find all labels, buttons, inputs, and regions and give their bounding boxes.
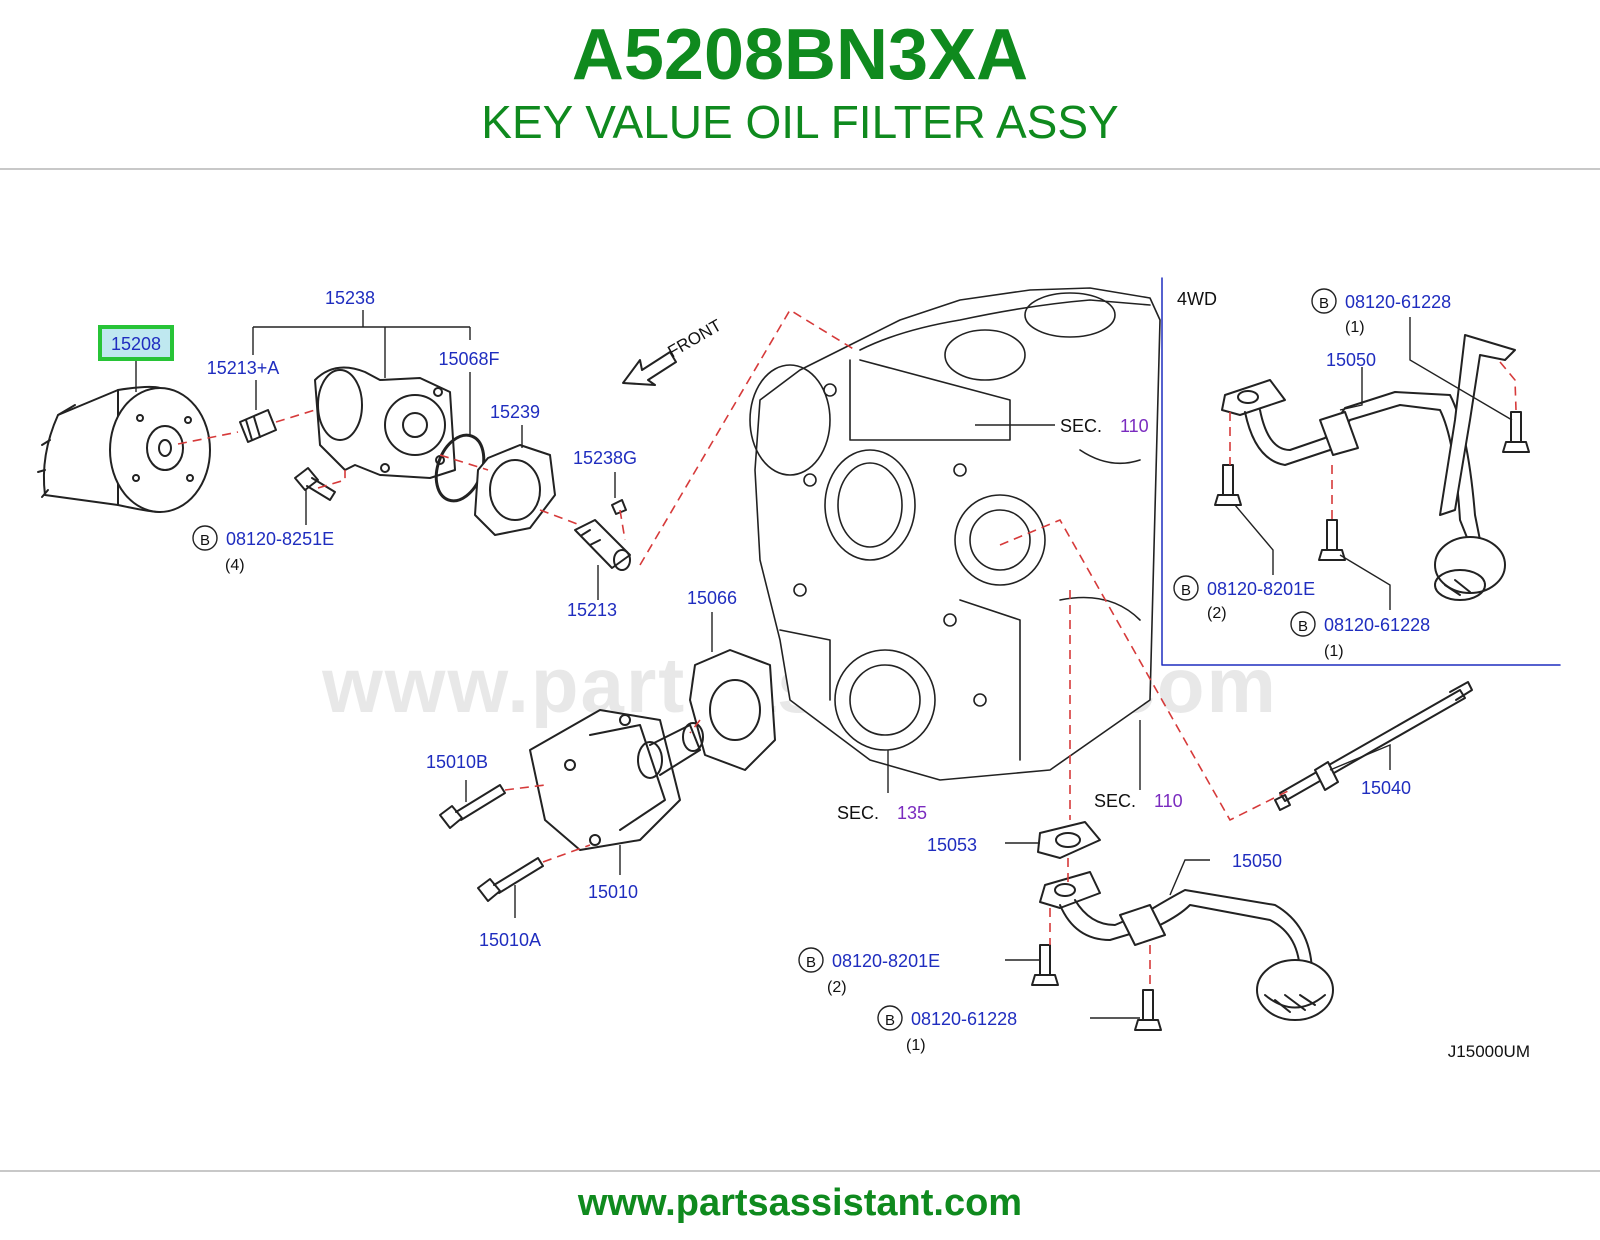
bolt-4wd-b-drawing [1318, 519, 1346, 561]
sec-ref-1-number[interactable]: 110 [1120, 416, 1149, 436]
bolt-code-3[interactable]: 08120-61228 [911, 1009, 1017, 1029]
highlight-box-15208 [98, 325, 174, 361]
bolt-15010b-drawing [439, 784, 506, 829]
bolt-b-icon-1: B [200, 532, 210, 549]
bolt-code-5[interactable]: 08120-8201E [1207, 579, 1315, 599]
label-15040[interactable]: 15040 [1361, 778, 1411, 798]
label-15066[interactable]: 15066 [687, 588, 737, 608]
filter-bracket-drawing [314, 366, 456, 479]
bolt-15010a-drawing [477, 857, 544, 902]
bolt-qty-5: (2) [1207, 605, 1227, 622]
top-divider [0, 168, 1600, 170]
bolt-code-2[interactable]: 08120-8201E [832, 951, 940, 971]
bolt-b-icon-6: B [1298, 618, 1308, 635]
bolt-61228-drawing [1134, 989, 1162, 1031]
label-15238[interactable]: 15238 [325, 288, 375, 308]
bolt-8201e-drawing [1031, 944, 1059, 986]
label-15213[interactable]: 15213 [567, 600, 617, 620]
part-name-subtitle: KEY VALUE OIL FILTER ASSY [481, 96, 1119, 148]
bolt-8251e-drawing [294, 467, 336, 501]
bolt-qty-3: (1) [906, 1037, 926, 1054]
bolt-qty-2: (2) [827, 979, 847, 996]
label-15010[interactable]: 15010 [588, 882, 638, 902]
bolt-4wd-c-drawing [1502, 411, 1530, 453]
label-15010b[interactable]: 15010B [426, 752, 488, 772]
part-code-title: A5208BN3XA [571, 15, 1029, 95]
bolt-b-icon-2: B [806, 954, 816, 971]
bolt-code-1[interactable]: 08120-8251E [226, 529, 334, 549]
bolt-b-icon-5: B [1181, 582, 1191, 599]
leader-lines [135, 310, 1513, 1019]
gasket-15053-drawing [1037, 821, 1101, 859]
bolt-qty-1: (4) [225, 557, 245, 574]
oil-filter-drawing [37, 385, 211, 513]
label-15010a[interactable]: 15010A [479, 930, 541, 950]
fitting-15213a-drawing [239, 409, 277, 443]
bolt-qty-4: (1) [1345, 319, 1365, 336]
front-label: FRONT [665, 316, 725, 362]
label-15213a[interactable]: 15213+A [207, 358, 280, 378]
label-15053[interactable]: 15053 [927, 835, 977, 855]
bolt-code-6[interactable]: 08120-61228 [1324, 615, 1430, 635]
bolt-b-icon-3: B [885, 1012, 895, 1029]
label-15239[interactable]: 15239 [490, 402, 540, 422]
label-15068f[interactable]: 15068F [438, 349, 499, 369]
label-15238g[interactable]: 15238G [573, 448, 637, 468]
drawing-code: J15000UM [1448, 1042, 1530, 1061]
inset-4wd-frame [1161, 277, 1561, 666]
dipstick-drawing [1274, 681, 1473, 811]
front-arrow-icon [622, 351, 677, 386]
clip-15238g-drawing [611, 499, 627, 515]
label-15050[interactable]: 15050 [1232, 851, 1282, 871]
strainer-4wd-drawing [1221, 334, 1516, 601]
relief-valve-15213-drawing [574, 519, 631, 571]
oil-strainer-drawing [1039, 871, 1334, 1021]
dashed-assembly-lines [177, 308, 1517, 990]
gasket-15239-drawing [474, 444, 556, 536]
label-15208[interactable]: 15208 [111, 334, 161, 354]
parts-diagram: 15208 15238 15213+A 15068F 15239 15238G … [37, 277, 1561, 1061]
sec-ref-3-prefix: SEC. [1094, 791, 1136, 811]
oil-pump-drawing [529, 709, 704, 851]
sec-ref-1-prefix: SEC. [1060, 416, 1102, 436]
bolt-qty-6: (1) [1324, 643, 1344, 660]
bottom-divider [0, 1170, 1600, 1172]
gasket-15066-drawing [689, 649, 776, 771]
sec-ref-2-prefix: SEC. [837, 803, 879, 823]
label-15050-4wd[interactable]: 15050 [1326, 350, 1376, 370]
bolt-4wd-a-drawing [1214, 464, 1242, 506]
bolt-circles [192, 288, 1337, 1031]
engine-block-drawing [749, 287, 1161, 781]
footer-url[interactable]: www.partsassistant.com [577, 1182, 1023, 1224]
fourwd-label: 4WD [1177, 289, 1217, 309]
bolt-b-icon-4: B [1319, 295, 1329, 312]
sec-ref-2-number[interactable]: 135 [897, 803, 927, 823]
sec-ref-3-number[interactable]: 110 [1154, 791, 1183, 811]
bolt-code-4[interactable]: 08120-61228 [1345, 292, 1451, 312]
